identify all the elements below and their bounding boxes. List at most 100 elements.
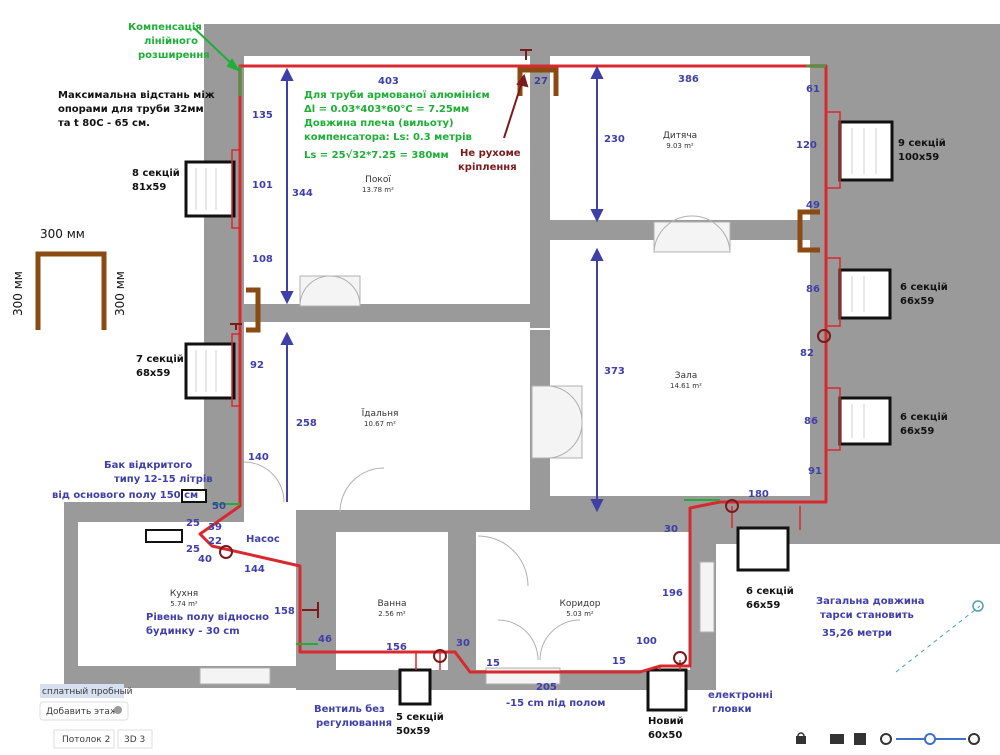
pump-box[interactable] (145, 529, 183, 543)
radiator-8-sections: 8 секцій (132, 168, 180, 179)
svg-text:розширення: розширення (138, 50, 210, 61)
dim-144: 144 (244, 564, 265, 575)
dim-61: 61 (806, 84, 820, 95)
room-vanna-area: 2.56 m² (378, 610, 406, 618)
svg-text:Рівень полу відносно: Рівень полу відносно (146, 612, 269, 623)
dim-101: 101 (252, 180, 273, 191)
dim-46: 46 (318, 634, 332, 645)
radiator-8[interactable] (184, 160, 236, 218)
svg-text:Не рухоме: Не рухоме (460, 148, 521, 159)
dim-373: 373 (604, 366, 625, 377)
svg-text:Загальна довжина: Загальна довжина (816, 596, 925, 607)
dim-196: 196 (662, 588, 683, 599)
compensator-size-left: 300 мм (11, 271, 25, 316)
pump-label: Насос (246, 534, 280, 545)
radiator-6b-size: 66x59 (900, 426, 934, 437)
room-labels: Покої 13.78 m² Дитяча 9.03 m² Зала 14.61… (170, 131, 702, 618)
svg-text:від основого полу 150 см: від основого полу 150 см (52, 490, 198, 501)
radiator-7-size: 68x59 (136, 368, 170, 379)
svg-text:та t 80С - 65 см.: та t 80С - 65 см. (58, 118, 150, 129)
pipe-network (198, 64, 828, 674)
dim-86b: 86 (804, 416, 818, 427)
radiator-fins (195, 128, 877, 438)
dim-91: 91 (808, 466, 822, 477)
view3d-tab[interactable] (117, 729, 153, 749)
compensation-note: Компенсація лінійного розширення (128, 22, 210, 61)
svg-text:лінійного: лінійного (144, 36, 198, 47)
trial-label: сплатный пробный (42, 687, 133, 697)
dimension-labels: 403 386 27 135 101 108 344 230 61 120 49… (186, 74, 822, 693)
trial-badge (40, 684, 124, 698)
dim-205: 205 (536, 682, 557, 693)
dim-100: 100 (636, 636, 657, 647)
radiator-6a[interactable] (838, 268, 892, 320)
radiator-6b-sections: 6 секцій (900, 412, 948, 423)
scale-handle[interactable] (972, 600, 984, 612)
scale-guide (895, 605, 981, 673)
radiator-6b[interactable] (838, 396, 892, 446)
more-icon[interactable] (114, 706, 122, 714)
svg-text:тарси становить: тарси становить (820, 610, 914, 621)
radiator-5-sections: 5 секцій (396, 712, 444, 723)
dim-49: 49 (806, 200, 820, 211)
zoom-slider-handle[interactable] (924, 733, 936, 745)
svg-text:Довжина плеча (вильоту): Довжина плеча (вильоту) (304, 118, 454, 129)
radiator-7[interactable] (184, 342, 236, 400)
zoom-out-icon[interactable] (880, 733, 892, 745)
pipe-green-segments (212, 65, 826, 645)
dim-108: 108 (252, 254, 273, 265)
radiator-9-sections: 9 секцій (898, 138, 946, 149)
zoom-in-icon[interactable] (968, 733, 980, 745)
dim-50: 50 (212, 501, 226, 512)
add-floor-button[interactable] (39, 701, 129, 721)
radiator-8-size: 81x59 (132, 182, 166, 193)
fixed-mount-note: Не рухоме кріплення (458, 148, 521, 173)
radiator-6c[interactable] (736, 526, 790, 572)
dim-30b: 30 (456, 638, 470, 649)
radiator-9[interactable] (838, 120, 894, 182)
dim-92: 92 (250, 360, 264, 371)
dim-22: 22 (208, 536, 222, 547)
dim-140: 140 (248, 452, 269, 463)
svg-text:Вентиль без: Вентиль без (314, 703, 385, 715)
radiator-new-size: 60x50 (648, 730, 682, 741)
dim-15b: 15 (486, 658, 500, 669)
bottom-toolbar (790, 728, 1000, 750)
radiator-5[interactable] (398, 668, 432, 706)
tank-box[interactable] (181, 489, 207, 503)
dim-25b: 25 (186, 544, 200, 555)
svg-text:будинку - 30 cm: будинку - 30 cm (146, 625, 240, 637)
ceiling-tab-label: Потолок 2 (62, 735, 110, 745)
kitchen-floor-note: Рівень полу відносно будинку - 30 cm (146, 612, 269, 637)
radiator-new[interactable] (646, 668, 688, 712)
svg-text:Δl = 0.03*403*60°С = 7.25мм: Δl = 0.03*403*60°С = 7.25мм (304, 104, 469, 115)
room-idalnia-name: Їдальня (362, 408, 399, 419)
total-length-note: Загальна довжина тарси становить 35,26 м… (816, 596, 925, 639)
room-zala-name: Зала (675, 371, 698, 381)
lock-icon[interactable] (796, 736, 806, 744)
camera-icon[interactable] (830, 734, 844, 744)
toolbar-icons (796, 732, 980, 745)
radiators (184, 120, 894, 712)
dim-25a: 25 (186, 518, 200, 529)
dim-30a: 30 (664, 524, 678, 535)
radiator-6a-size: 66x59 (900, 296, 934, 307)
room-idalnia-area: 10.67 m² (364, 420, 396, 428)
under-floor-note: -15 cm під полом (506, 698, 605, 709)
svg-text:типу 12-15 літрів: типу 12-15 літрів (114, 474, 213, 485)
room-vanna-name: Ванна (378, 599, 407, 609)
dim-403: 403 (378, 76, 399, 87)
dim-258: 258 (296, 418, 317, 429)
electronic-heads-note: електронні гловки (708, 690, 773, 715)
radiator-6c-size: 66x59 (746, 600, 780, 611)
radiator-connections (231, 111, 841, 670)
room-pokoi-name: Покої (365, 175, 391, 185)
max-distance-note: Максимальна відстань між опорами для тру… (58, 90, 215, 129)
room-dytiacha-area: 9.03 m² (666, 142, 694, 150)
fullscreen-icon[interactable] (854, 733, 866, 745)
dim-158: 158 (274, 606, 295, 617)
dim-40: 40 (198, 554, 212, 565)
ceiling-tab[interactable] (53, 729, 115, 749)
